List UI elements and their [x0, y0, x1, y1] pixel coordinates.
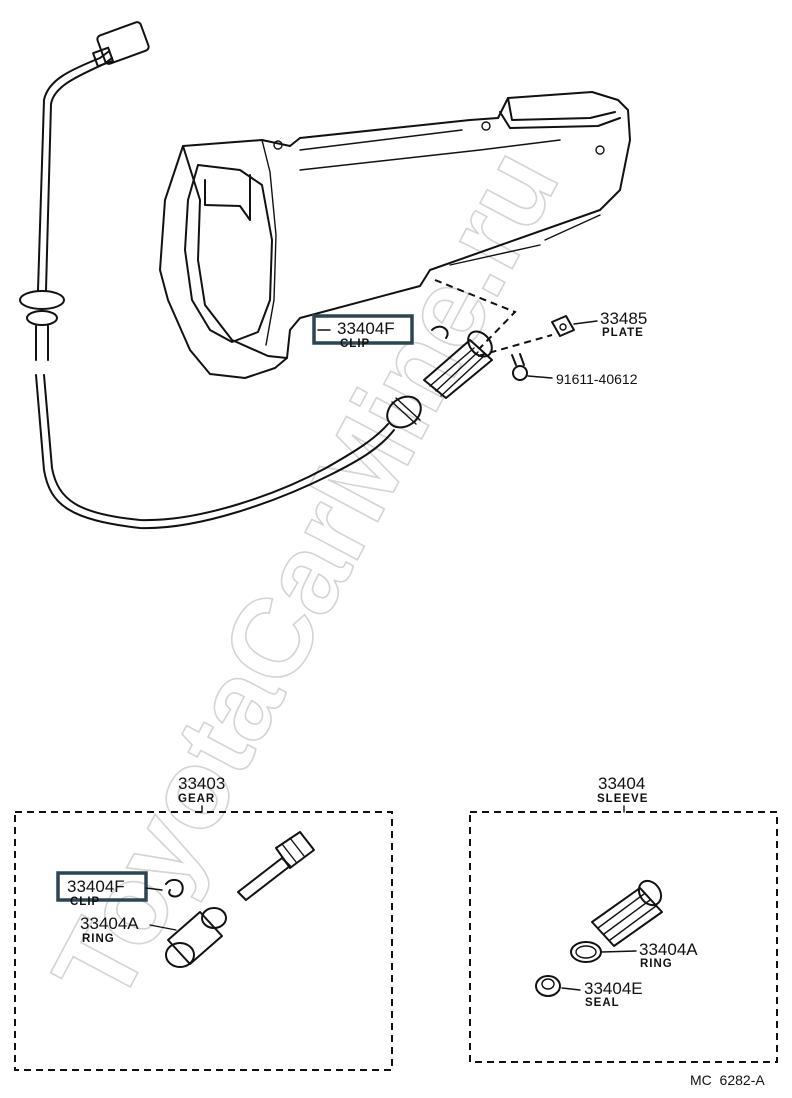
speedometer-cable — [19, 21, 422, 530]
callout-ring-right-number: 33404A — [639, 940, 698, 959]
callout-plate-number: 33485 — [600, 309, 647, 328]
diagram-code: MC 6282-A — [690, 1072, 765, 1088]
ring-part-left — [165, 907, 227, 968]
dashed-assembly-line — [434, 279, 517, 349]
callout-ring-left-name: RING — [82, 933, 115, 945]
callout-seal-name: SEAL — [585, 997, 620, 1009]
callout-seal-number: 33404E — [584, 979, 643, 998]
callout-sleeve-name: SLEEVE — [597, 793, 648, 805]
gear-detail-box — [14, 811, 393, 1071]
callout-ring-right-name: RING — [640, 958, 673, 970]
sleeve-detail-box — [469, 811, 778, 1063]
highlight-box-clip-left — [56, 871, 148, 902]
callout-bolt-number: 91611-40612 — [556, 371, 638, 387]
driven-gear-assembly — [423, 325, 493, 399]
seal-part — [535, 975, 561, 997]
callout-sleeve-number: 33404 — [598, 774, 645, 793]
bolt-part — [511, 353, 528, 381]
callout-ring-left-number: 33404A — [80, 914, 139, 933]
ring-part-right — [570, 941, 602, 963]
leader-plate — [573, 320, 598, 325]
callout-clip-left-name: CLIP — [70, 896, 100, 908]
callout-gear-name: GEAR — [178, 793, 215, 805]
leader-bolt — [527, 375, 553, 379]
gear-shaft-part — [237, 831, 315, 901]
plate-part — [551, 315, 575, 337]
highlight-box-clip-top — [312, 314, 414, 345]
callout-clip-top-name: CLIP — [340, 338, 370, 350]
callout-clip-left-number: 33404F — [67, 877, 125, 896]
sleeve-part — [591, 879, 663, 947]
callout-gear-number: 33403 — [178, 774, 225, 793]
transmission-housing — [159, 91, 631, 379]
callout-plate-name: PLATE — [602, 327, 644, 339]
clip-part-left — [165, 878, 184, 898]
callout-clip-top-number: 33404F — [337, 319, 395, 338]
